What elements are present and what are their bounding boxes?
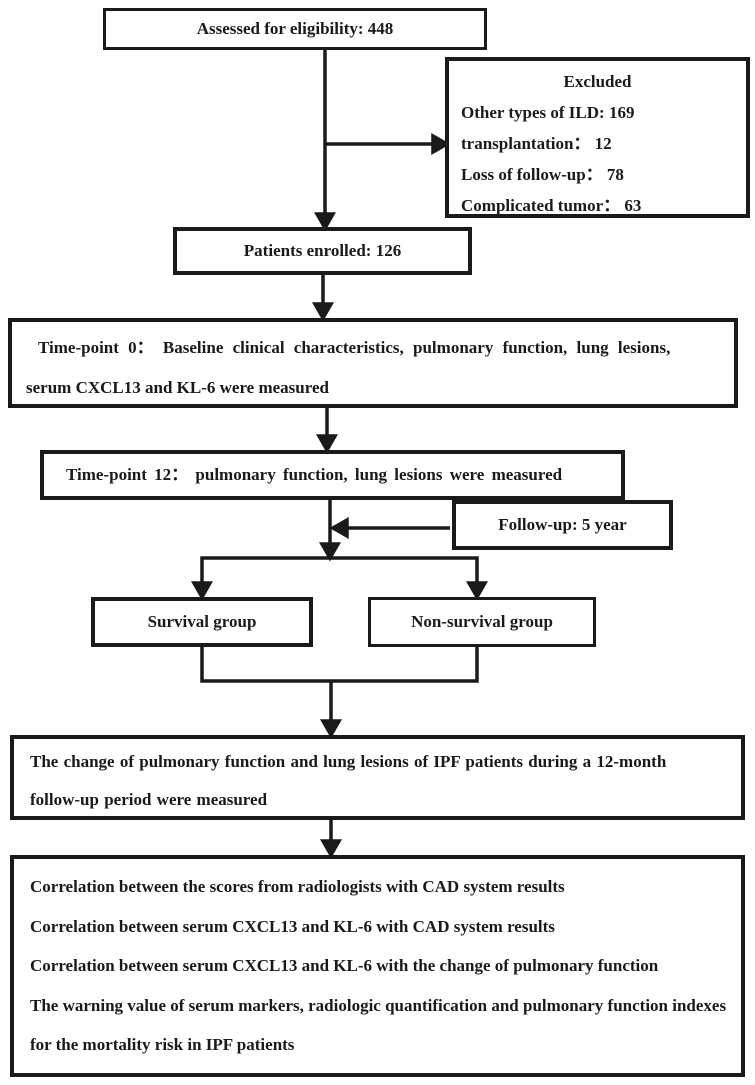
arrowhead-tp12 [315,434,339,454]
arrowhead-enrolled [313,212,337,232]
results-line-radiologists-cad: Correlation between the scores from radi… [30,877,565,896]
box-patients-enrolled: Patients enrolled: 126 [173,227,472,275]
timepoint0-line2: serum CXCL13 and KL-6 were measured [26,378,329,397]
box-analysis-outcomes: Correlation between the scores from radi… [10,855,745,1077]
box-nonsurvival-group: Non-survival group [368,597,596,647]
arrowhead-excluded [431,132,451,156]
results-line-serum-cad: Correlation between serum CXCL13 and KL-… [30,916,555,936]
arrowhead-followup [329,516,349,540]
box-timepoint-12: Time-point 12： pulmonary function, lung … [40,450,625,500]
nonsurvival-label: Non-survival group [411,612,553,632]
arrowhead-nonsurvival [465,581,489,601]
arrowhead-change [319,719,343,739]
arrowhead-survival [190,581,214,601]
arrowhead-split [318,542,342,562]
excluded-line-transplantation: transplantation： 12 [461,134,612,153]
box-change-measured: The change of pulmonary function and lun… [10,735,745,820]
change-line1: The change of pulmonary function and lun… [30,752,667,771]
timepoint0-line1: Time-point 0： Baseline clinical characte… [38,338,671,357]
enrolled-label: Patients enrolled: 126 [243,241,402,261]
change-line2: follow-up period were measured [30,790,268,809]
followup-label: Follow-up: 5 year [498,515,627,535]
excluded-title: Excluded [563,72,632,91]
arrowhead-results [319,839,343,859]
results-line-serum-pulmonary: Correlation between serum CXCL13 and KL-… [30,956,659,975]
arrowhead-tp0 [311,302,335,322]
excluded-line-other-ild: Other types of ILD: 169 [461,103,635,122]
box-assessed-for-eligibility: Assessed for eligibility: 448 [103,8,487,50]
timepoint12-label: Time-point 12： pulmonary function, lung … [66,465,563,485]
box-followup: Follow-up: 5 year [452,500,673,550]
survival-label: Survival group [147,612,257,632]
excluded-line-loss-followup: Loss of follow-up： 78 [461,165,624,184]
merge-bar [200,647,479,683]
box-timepoint-0: Time-point 0： Baseline clinical characte… [8,318,738,408]
excluded-line-complicated-tumor: Complicated tumor： 63 [461,196,642,215]
split-bar [200,556,479,584]
box-excluded: Excluded Other types of ILD: 169 transpl… [445,57,750,218]
box-survival-group: Survival group [91,597,313,647]
results-line-warning-value: The warning value of serum markers, radi… [30,995,727,1055]
assessed-label: Assessed for eligibility: 448 [196,19,394,39]
